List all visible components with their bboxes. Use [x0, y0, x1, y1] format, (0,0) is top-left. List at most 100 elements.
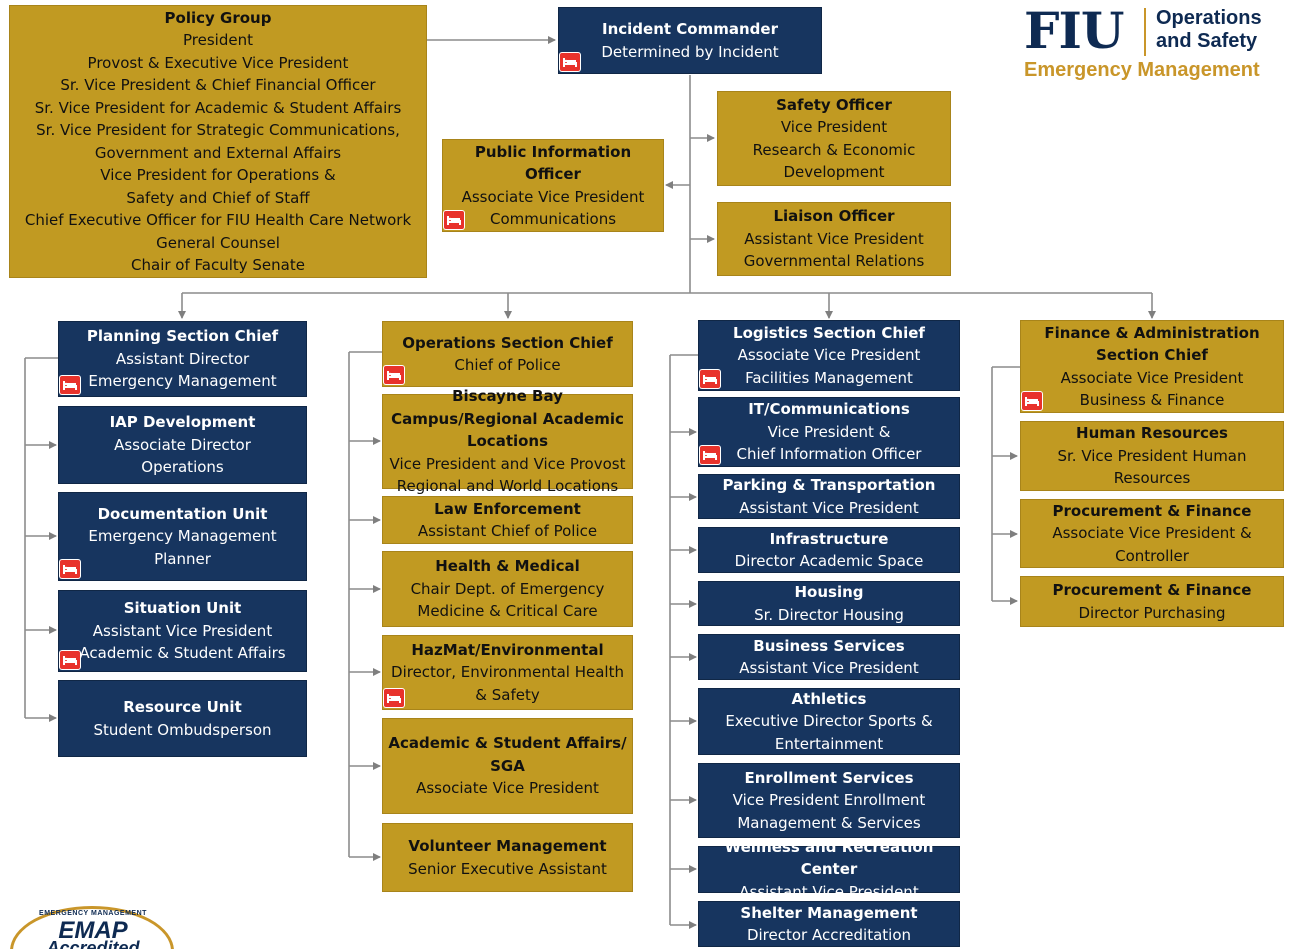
box-line: General Counsel: [156, 233, 280, 252]
box-line: Senior Executive Assistant: [408, 859, 607, 878]
box-line: Communications: [489, 210, 617, 228]
emap-accredited-badge: EMERGENCY MANAGEMENT EMAP Accredited: [8, 904, 178, 949]
box-line: Entertainment: [774, 734, 884, 753]
box-line: Vice President for Operations &: [100, 166, 336, 184]
box-title: IAP Development: [109, 413, 256, 432]
box-line: Chief of Police: [454, 356, 561, 374]
box-line: Associate Vice President: [737, 346, 921, 365]
box-title: Procurement & Finance: [1052, 501, 1252, 520]
box-title: Wellness and Recreation Center: [724, 837, 934, 879]
box-title: Human Resources: [1076, 424, 1228, 443]
logo-divider: [1144, 8, 1146, 56]
box-line: Planner: [154, 549, 211, 568]
bed-icon: [60, 560, 80, 578]
box-line: Assistant Vice President: [744, 229, 924, 248]
box-line: Director, Environmental Health: [391, 663, 624, 682]
badge-emap-text: EMAP: [58, 917, 128, 944]
box-line: Safety and Chief of Staff: [126, 188, 310, 207]
box-line: Chief Information Officer: [736, 445, 922, 464]
box-line: Vice President &: [767, 422, 891, 441]
box-line: Sr. Vice President & Chief Financial Off…: [60, 76, 376, 94]
box-line: Sr. Director Housing: [754, 605, 904, 624]
box-line: Assistant Vice President: [92, 621, 273, 640]
box-line: Student Ombudsperson: [93, 720, 272, 739]
box-title: IT/Communications: [748, 400, 910, 419]
box-title: HazMat/Environmental: [411, 640, 604, 659]
box-title: Housing: [794, 583, 864, 601]
box-line: Chief Executive Officer for FIU Health C…: [24, 211, 412, 229]
box-line: Vice President Enrollment: [732, 791, 926, 810]
box-title: Business Services: [753, 636, 905, 655]
logo-line1: Operations: [1156, 7, 1262, 29]
box-title: Enrollment Services: [744, 768, 914, 787]
box-line: Assistant Vice President: [739, 882, 919, 901]
box-line: Facilities Management: [745, 368, 913, 387]
box-title: Situation Unit: [123, 599, 242, 618]
box-title: Health & Medical: [435, 557, 580, 576]
box-title: Operations Section Chief: [402, 333, 613, 352]
box-line: Director Academic Space: [734, 552, 924, 570]
badge-accredited-text: Accredited: [46, 938, 140, 949]
box-line: Development: [783, 163, 885, 181]
box-title: Safety Officer: [776, 95, 892, 114]
box-line: Resources: [1113, 469, 1191, 488]
box-line: Management & Services: [737, 813, 921, 832]
box-title: Resource Unit: [123, 698, 242, 716]
box-line: Vice President: [780, 118, 888, 136]
box-line: Associate Director: [114, 435, 251, 454]
box-title: Volunteer Management: [408, 837, 607, 855]
box-title: Public Information Officer: [474, 142, 632, 184]
box-line: Emergency Management: [88, 372, 277, 391]
fiu-logo: FIU Operations and Safety Emergency Mana…: [1024, 4, 1289, 84]
bed-icon: [444, 211, 464, 229]
badge-ring-text: EMERGENCY MANAGEMENT: [39, 910, 147, 917]
box-line: Controller: [1115, 546, 1189, 565]
biscayne-bay-campus-box: Biscayne Bay Campus/Regional Academic Lo…: [382, 387, 633, 495]
box-title: Incident Commander: [602, 20, 778, 38]
box-line: Sr. Vice President for Academic & Studen…: [34, 98, 402, 117]
box-title: Finance & Administration Section Chief: [1044, 323, 1260, 365]
box-title: Procurement & Finance: [1052, 581, 1252, 599]
box-line: President: [183, 31, 253, 49]
box-line: Assistant Vice President: [739, 498, 919, 517]
box-line: Government and External Affairs: [94, 143, 342, 162]
bed-icon: [560, 53, 580, 71]
box-line: Academic & Student Affairs: [79, 644, 286, 663]
box-line: Director Accreditation: [746, 926, 912, 944]
box-line: Operations: [141, 458, 224, 477]
bed-icon: [700, 446, 720, 464]
box-title: Policy Group: [164, 8, 272, 27]
box-line: Sr. Vice President for Strategic Communi…: [36, 121, 400, 139]
bed-icon: [60, 376, 80, 394]
bed-icon: [60, 651, 80, 669]
box-line: Emergency Management: [88, 527, 277, 546]
box-title: Academic & Student Affairs/ SGA: [388, 734, 627, 775]
box-title: Biscayne Bay Campus/Regional Academic Lo…: [391, 387, 624, 451]
box-line: Chair of Faculty Senate: [131, 256, 305, 274]
box-title: Logistics Section Chief: [733, 323, 925, 342]
box-line: Chair Dept. of Emergency: [410, 579, 605, 598]
